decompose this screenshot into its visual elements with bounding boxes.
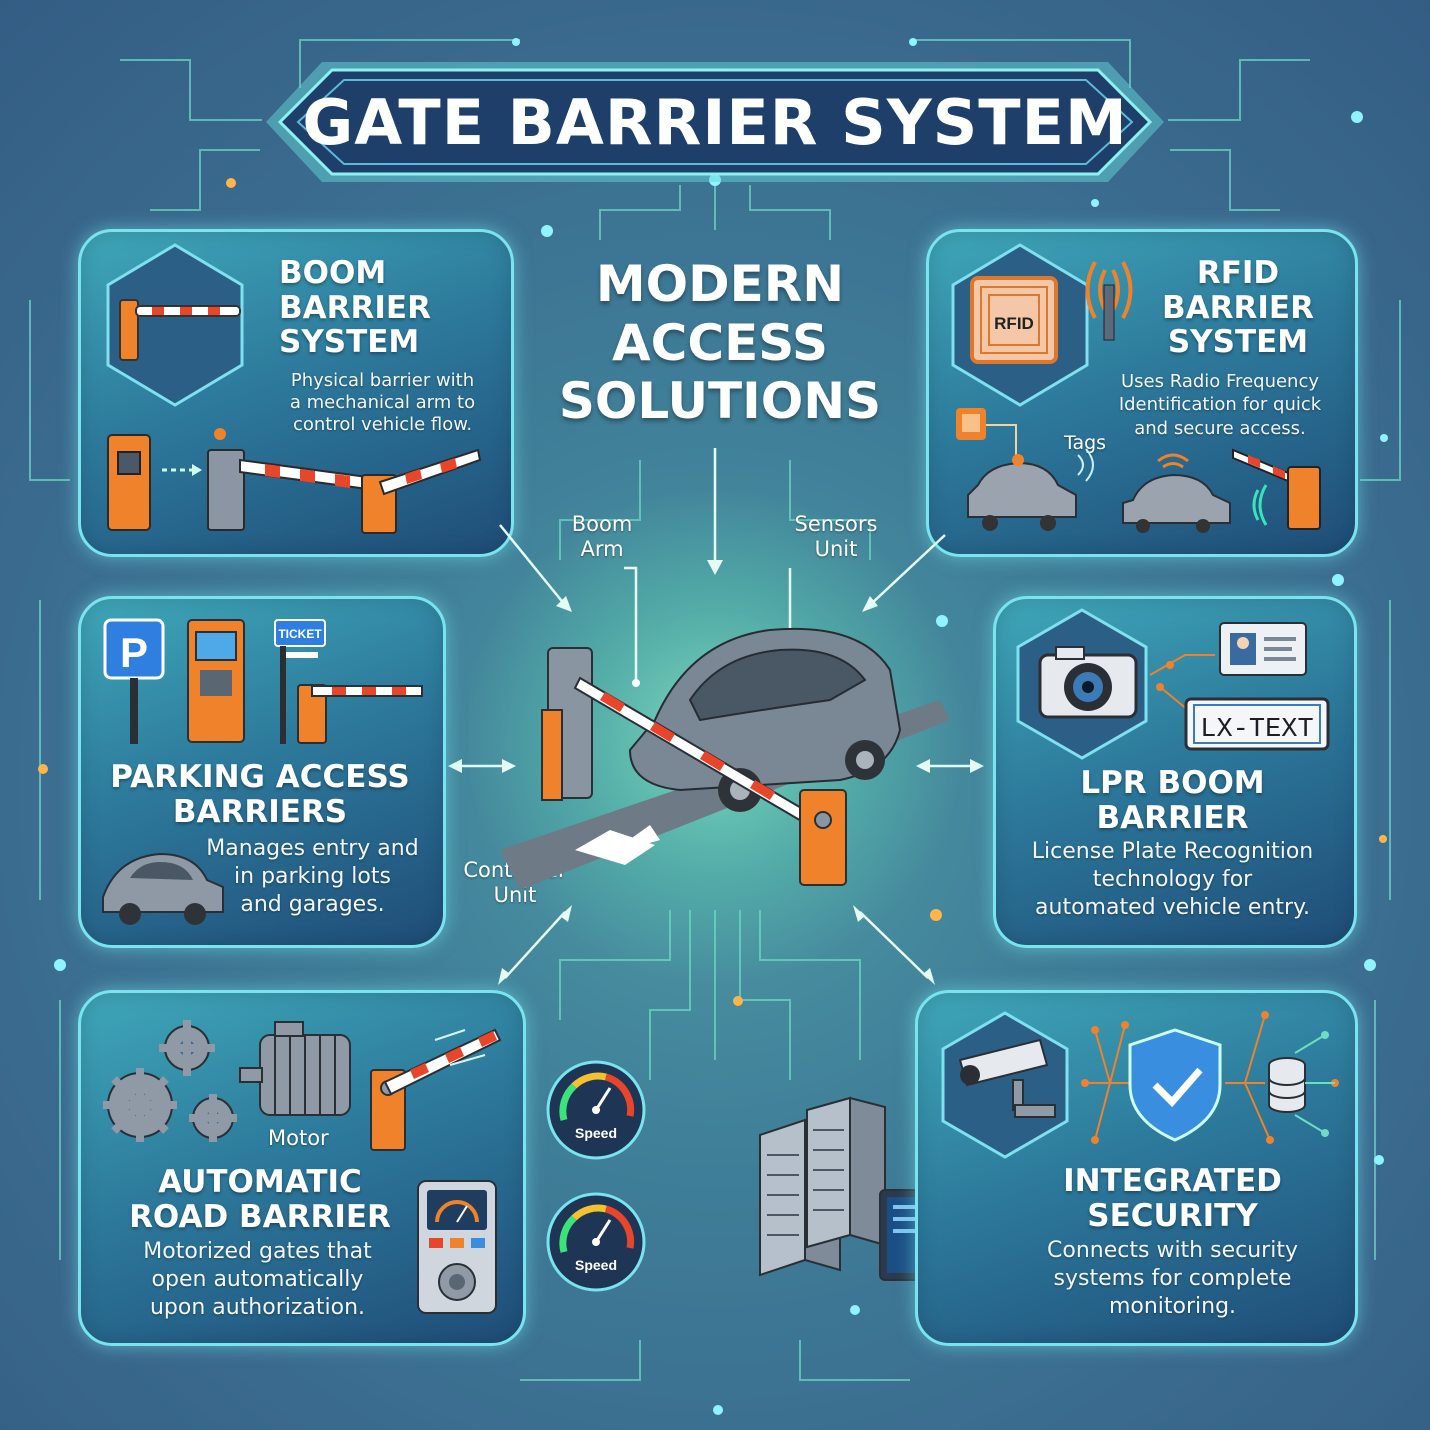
- parking-card-description: Manages entry and in parking lots and ga…: [195, 835, 430, 919]
- boom-card-description: Physical barrier with a mechanical arm t…: [270, 370, 495, 436]
- control-panel-icon: [417, 1180, 497, 1314]
- lpr-camera-illustration: LX-TEXT: [1016, 608, 1330, 760]
- gauge-label: Speed: [575, 1257, 617, 1273]
- desc-line: Manages entry and: [206, 836, 419, 861]
- heading-line: MODERN: [595, 255, 845, 313]
- title-banner: [266, 62, 1164, 182]
- speed-gauge-top: Speed: [546, 1060, 646, 1160]
- rfid-card-description: Uses Radio Frequency Identification for …: [1095, 370, 1345, 440]
- rfid-card-title: RFID BARRIER SYSTEM: [1158, 256, 1318, 360]
- boom-barrier-icon: [106, 243, 244, 407]
- desc-line: technology for: [1092, 867, 1253, 893]
- desc-line: Connects with security: [1047, 1238, 1298, 1263]
- title-line: PARKING ACCESS: [110, 759, 410, 795]
- sensors-unit-label: Sensors Unit: [782, 512, 890, 562]
- rfid-tag-text: RFID: [994, 314, 1034, 333]
- heading-line: ACCESS: [611, 313, 828, 372]
- rfid-cars-illustration: [956, 408, 1321, 533]
- security-card-title: INTEGRATED SECURITY: [1020, 1164, 1325, 1233]
- desc-line: open automatically: [151, 1267, 364, 1293]
- gauge-label: Speed: [575, 1125, 617, 1141]
- title-line: AUTOMATIC: [158, 1164, 362, 1200]
- title-line: BARRIER: [1096, 799, 1249, 836]
- desc-line: and garages.: [240, 892, 385, 918]
- center-heading: MODERN ACCESS SOLUTIONS: [530, 255, 910, 431]
- label-line: Arm: [580, 537, 624, 562]
- boom-card-title: BOOM BARRIER SYSTEM: [279, 256, 431, 360]
- ticket-sign-text: TICKET: [278, 627, 322, 641]
- desc-line: Physical barrier with: [290, 370, 475, 391]
- security-network-illustration: [941, 1011, 1339, 1159]
- title-line: BARRIER: [1162, 289, 1314, 326]
- parking-card-title: PARKING ACCESS BARRIERS: [90, 760, 430, 829]
- heading-line: SOLUTIONS: [558, 372, 882, 430]
- title-line: SECURITY: [1087, 1197, 1258, 1234]
- title-line: BARRIER: [279, 289, 431, 326]
- desc-line: Identification for quick: [1118, 394, 1322, 416]
- title-line: SYSTEM: [279, 324, 420, 361]
- title-line: SYSTEM: [1167, 324, 1309, 361]
- desc-line: a mechanical arm to: [289, 391, 476, 413]
- desc-line: automated vehicle entry.: [1035, 895, 1310, 921]
- speed-gauge-bottom: Speed: [546, 1192, 646, 1292]
- desc-line: and secure access.: [1134, 417, 1306, 439]
- desc-line: control vehicle flow.: [292, 413, 473, 435]
- desc-line: upon authorization.: [149, 1295, 366, 1321]
- auto-card-title: AUTOMATIC ROAD BARRIER: [100, 1165, 420, 1234]
- desc-line: License Plate Recognition: [1031, 839, 1314, 864]
- boom-barrier-sequence-illustration: [107, 428, 482, 534]
- desc-line: in parking lots: [234, 864, 391, 890]
- rfid-tag-icon: RFID: [951, 243, 1133, 407]
- rfid-tags-label: Tags: [1064, 432, 1107, 454]
- parking-car-icon: [102, 852, 224, 925]
- title-line: ROAD BARRIER: [129, 1198, 391, 1235]
- label-line: Boom: [571, 512, 633, 536]
- title-line: RFID: [1196, 255, 1280, 291]
- security-card-description: Connects with security systems for compl…: [1020, 1237, 1325, 1321]
- license-plate-text: LX-TEXT: [1200, 715, 1313, 745]
- page-title: GATE BARRIER SYSTEM: [302, 85, 1128, 159]
- desc-line: monitoring.: [1108, 1294, 1237, 1320]
- label-line: Sensors: [794, 512, 878, 536]
- desc-line: Motorized gates that: [143, 1239, 372, 1264]
- central-gate-illustration: [500, 627, 950, 890]
- parking-equipment-illustration: P TICKET: [103, 618, 423, 744]
- title-line: BARRIERS: [172, 793, 348, 830]
- desc-line: systems for complete: [1053, 1266, 1292, 1292]
- title-line: LPR BOOM: [1080, 765, 1265, 801]
- label-line: Unit: [493, 883, 537, 908]
- title-line: INTEGRATED: [1063, 1163, 1282, 1199]
- parking-sign-letter: P: [120, 629, 148, 676]
- label-line: Unit: [814, 537, 858, 562]
- auto-card-description: Motorized gates that open automatically …: [100, 1238, 415, 1322]
- gears-motor-illustration: [103, 1020, 502, 1151]
- lpr-card-title: LPR BOOM BARRIER: [1000, 766, 1345, 835]
- motor-label: Motor: [268, 1126, 329, 1150]
- boom-arm-label: Boom Arm: [556, 512, 648, 562]
- title-line: BOOM: [279, 255, 387, 291]
- desc-line: Uses Radio Frequency: [1120, 371, 1320, 392]
- lpr-card-description: License Plate Recognition technology for…: [1000, 838, 1345, 922]
